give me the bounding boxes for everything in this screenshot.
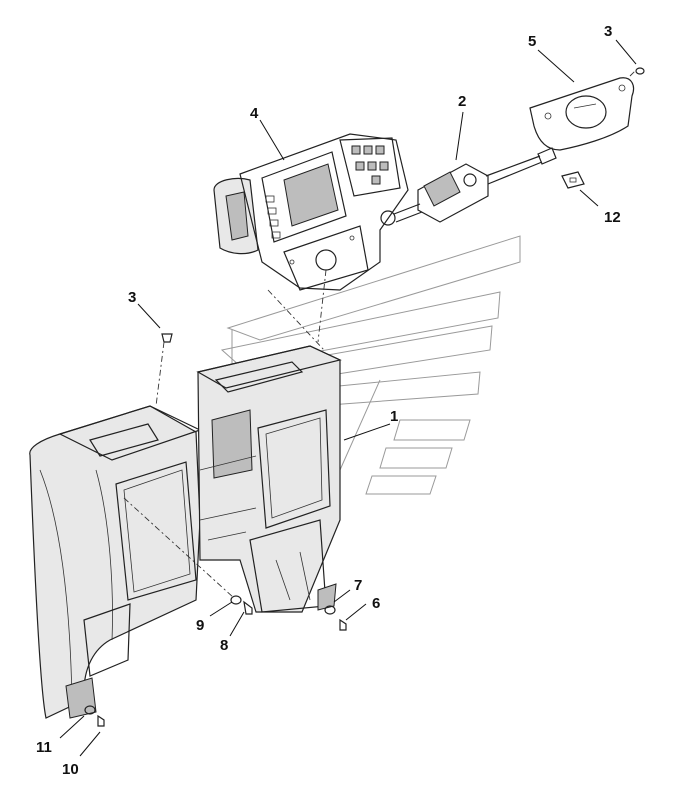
callout-8: 8 <box>220 637 228 654</box>
callout-3-top-right: 3 <box>604 23 612 40</box>
display-panel <box>213 133 409 291</box>
callout-7: 7 <box>354 577 362 594</box>
callout-4: 4 <box>250 105 259 122</box>
callout-9: 9 <box>196 617 204 634</box>
console-center-column <box>196 345 342 613</box>
clip-part <box>561 171 585 189</box>
callout-10: 10 <box>62 761 79 778</box>
leader-lines <box>59 39 637 757</box>
callout-5: 5 <box>528 33 536 50</box>
assembly-guide-lines <box>123 69 637 599</box>
callout-1: 1 <box>390 408 398 425</box>
display-buttons-left <box>265 195 281 239</box>
cover-plate <box>529 77 635 151</box>
callout-12: 12 <box>604 209 621 226</box>
callout-11: 11 <box>36 739 52 756</box>
switch-assembly <box>380 147 557 226</box>
callout-2: 2 <box>458 93 466 110</box>
screw-left <box>161 333 173 343</box>
display-keypad <box>351 145 389 185</box>
washer-bolt-center <box>230 595 253 615</box>
screw-top-right <box>635 67 645 75</box>
console-body <box>29 405 202 719</box>
washer-bolt-right <box>324 605 347 631</box>
washer-bolt-bottom <box>84 705 105 727</box>
callout-3-left: 3 <box>128 289 136 306</box>
callout-6: 6 <box>372 595 380 612</box>
